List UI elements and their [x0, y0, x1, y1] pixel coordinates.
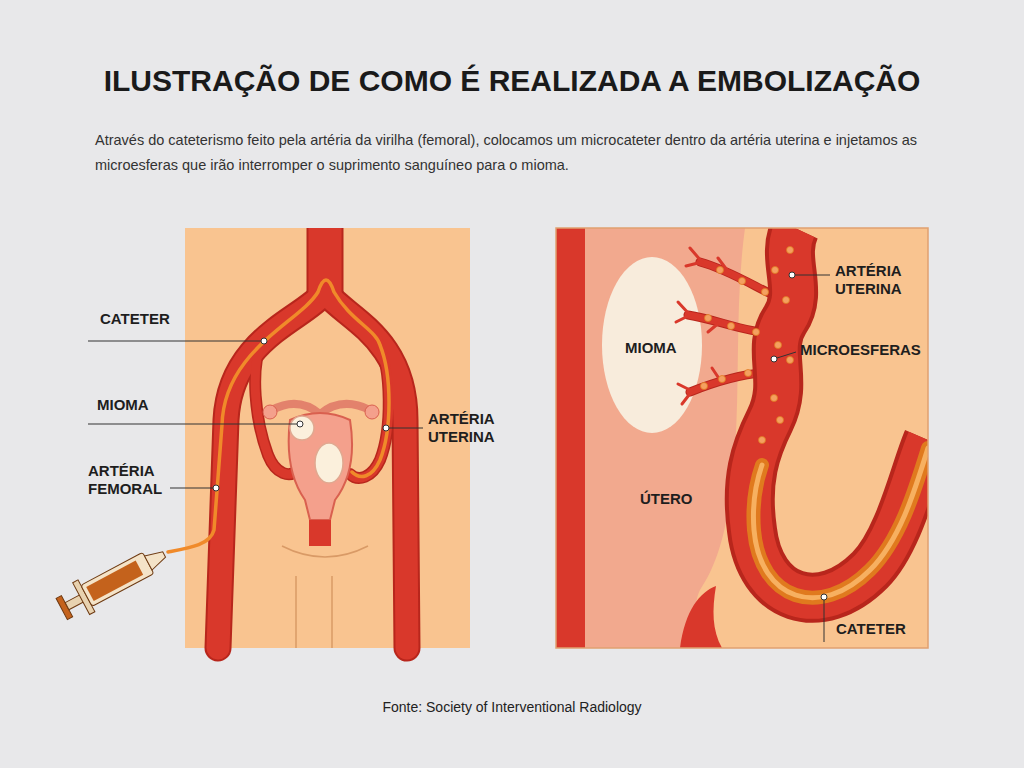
- uterine-tissue: [585, 228, 745, 648]
- twig: [676, 302, 720, 332]
- syringe-nozzle: [144, 547, 167, 570]
- part-label: MIOMA: [625, 339, 677, 357]
- torso: [185, 228, 470, 648]
- ovary: [365, 405, 379, 419]
- microsphere: [762, 289, 769, 296]
- leader-line: [88, 424, 297, 425]
- part-label: ARTÉRIA UTERINA: [428, 410, 508, 446]
- microsphere: [772, 267, 779, 274]
- title: ILUSTRAÇÃO DE COMO É REALIZADA A EMBOLIZ…: [0, 72, 1024, 90]
- part-label: MIOMA: [97, 396, 149, 414]
- cervix: [680, 586, 722, 648]
- catheter: [168, 280, 389, 552]
- leader-dot: [261, 338, 267, 344]
- leader-line: [88, 341, 261, 342]
- fibroid: [315, 443, 343, 483]
- microsphere: [719, 376, 726, 383]
- microsphere: [759, 437, 766, 444]
- leader-dot: [821, 594, 827, 600]
- catheter-highlight: [753, 448, 928, 598]
- syringe: [53, 539, 172, 625]
- leader-dot: [771, 356, 777, 362]
- microspheres: [701, 247, 794, 444]
- microsphere: [787, 357, 794, 364]
- leader-line: [389, 428, 423, 429]
- microsphere: [775, 342, 782, 349]
- fibroid: [602, 257, 702, 433]
- uterus: [289, 413, 352, 520]
- twig: [678, 368, 720, 404]
- microsphere: [705, 315, 712, 322]
- microsphere: [777, 417, 784, 424]
- leader-line: [170, 488, 213, 489]
- microsphere: [783, 297, 790, 304]
- leg-line: [296, 576, 332, 648]
- detail-illustration: [556, 228, 928, 648]
- twig: [686, 248, 730, 274]
- microsphere: [745, 370, 752, 377]
- part-label: CATETER: [836, 620, 906, 638]
- leader-dot: [213, 485, 219, 491]
- microsphere: [771, 395, 778, 402]
- cervix: [309, 520, 331, 546]
- part-label: ARTÉRIA UTERINA: [835, 262, 915, 298]
- microsphere: [701, 383, 708, 390]
- detail-border: [556, 228, 928, 648]
- artery-outline: [750, 228, 928, 598]
- syringe-fluid: [86, 561, 143, 601]
- microsphere: [717, 267, 724, 274]
- uterine-wall: [556, 228, 586, 648]
- ovary: [263, 405, 277, 419]
- detail-frame: [556, 228, 928, 648]
- microsphere: [753, 329, 760, 336]
- uterine-artery: [750, 228, 928, 598]
- microsphere: [787, 247, 794, 254]
- part-label: CATETER: [100, 310, 170, 328]
- microsphere: [728, 323, 735, 330]
- intro-text: Através do cateterismo feito pela artéri…: [95, 128, 955, 178]
- leader-line: [824, 600, 825, 642]
- catheter: [753, 448, 928, 598]
- groin-line: [282, 546, 368, 557]
- microsphere: [739, 278, 746, 285]
- syringe-barrel: [81, 552, 154, 606]
- part-label: ÚTERO: [640, 490, 693, 508]
- leader-line: [777, 352, 796, 358]
- part-label: MICROESFERAS: [800, 341, 921, 359]
- leader-dot: [789, 272, 795, 278]
- leader-dot: [297, 421, 303, 427]
- leader-dot: [383, 425, 389, 431]
- caption: Fonte: Society of Interventional Radiolo…: [0, 698, 1024, 716]
- leader-line: [795, 275, 830, 276]
- part-label: ARTÉRIA FEMORAL: [88, 462, 168, 498]
- body-illustration: [53, 228, 470, 648]
- fibroid: [290, 416, 314, 440]
